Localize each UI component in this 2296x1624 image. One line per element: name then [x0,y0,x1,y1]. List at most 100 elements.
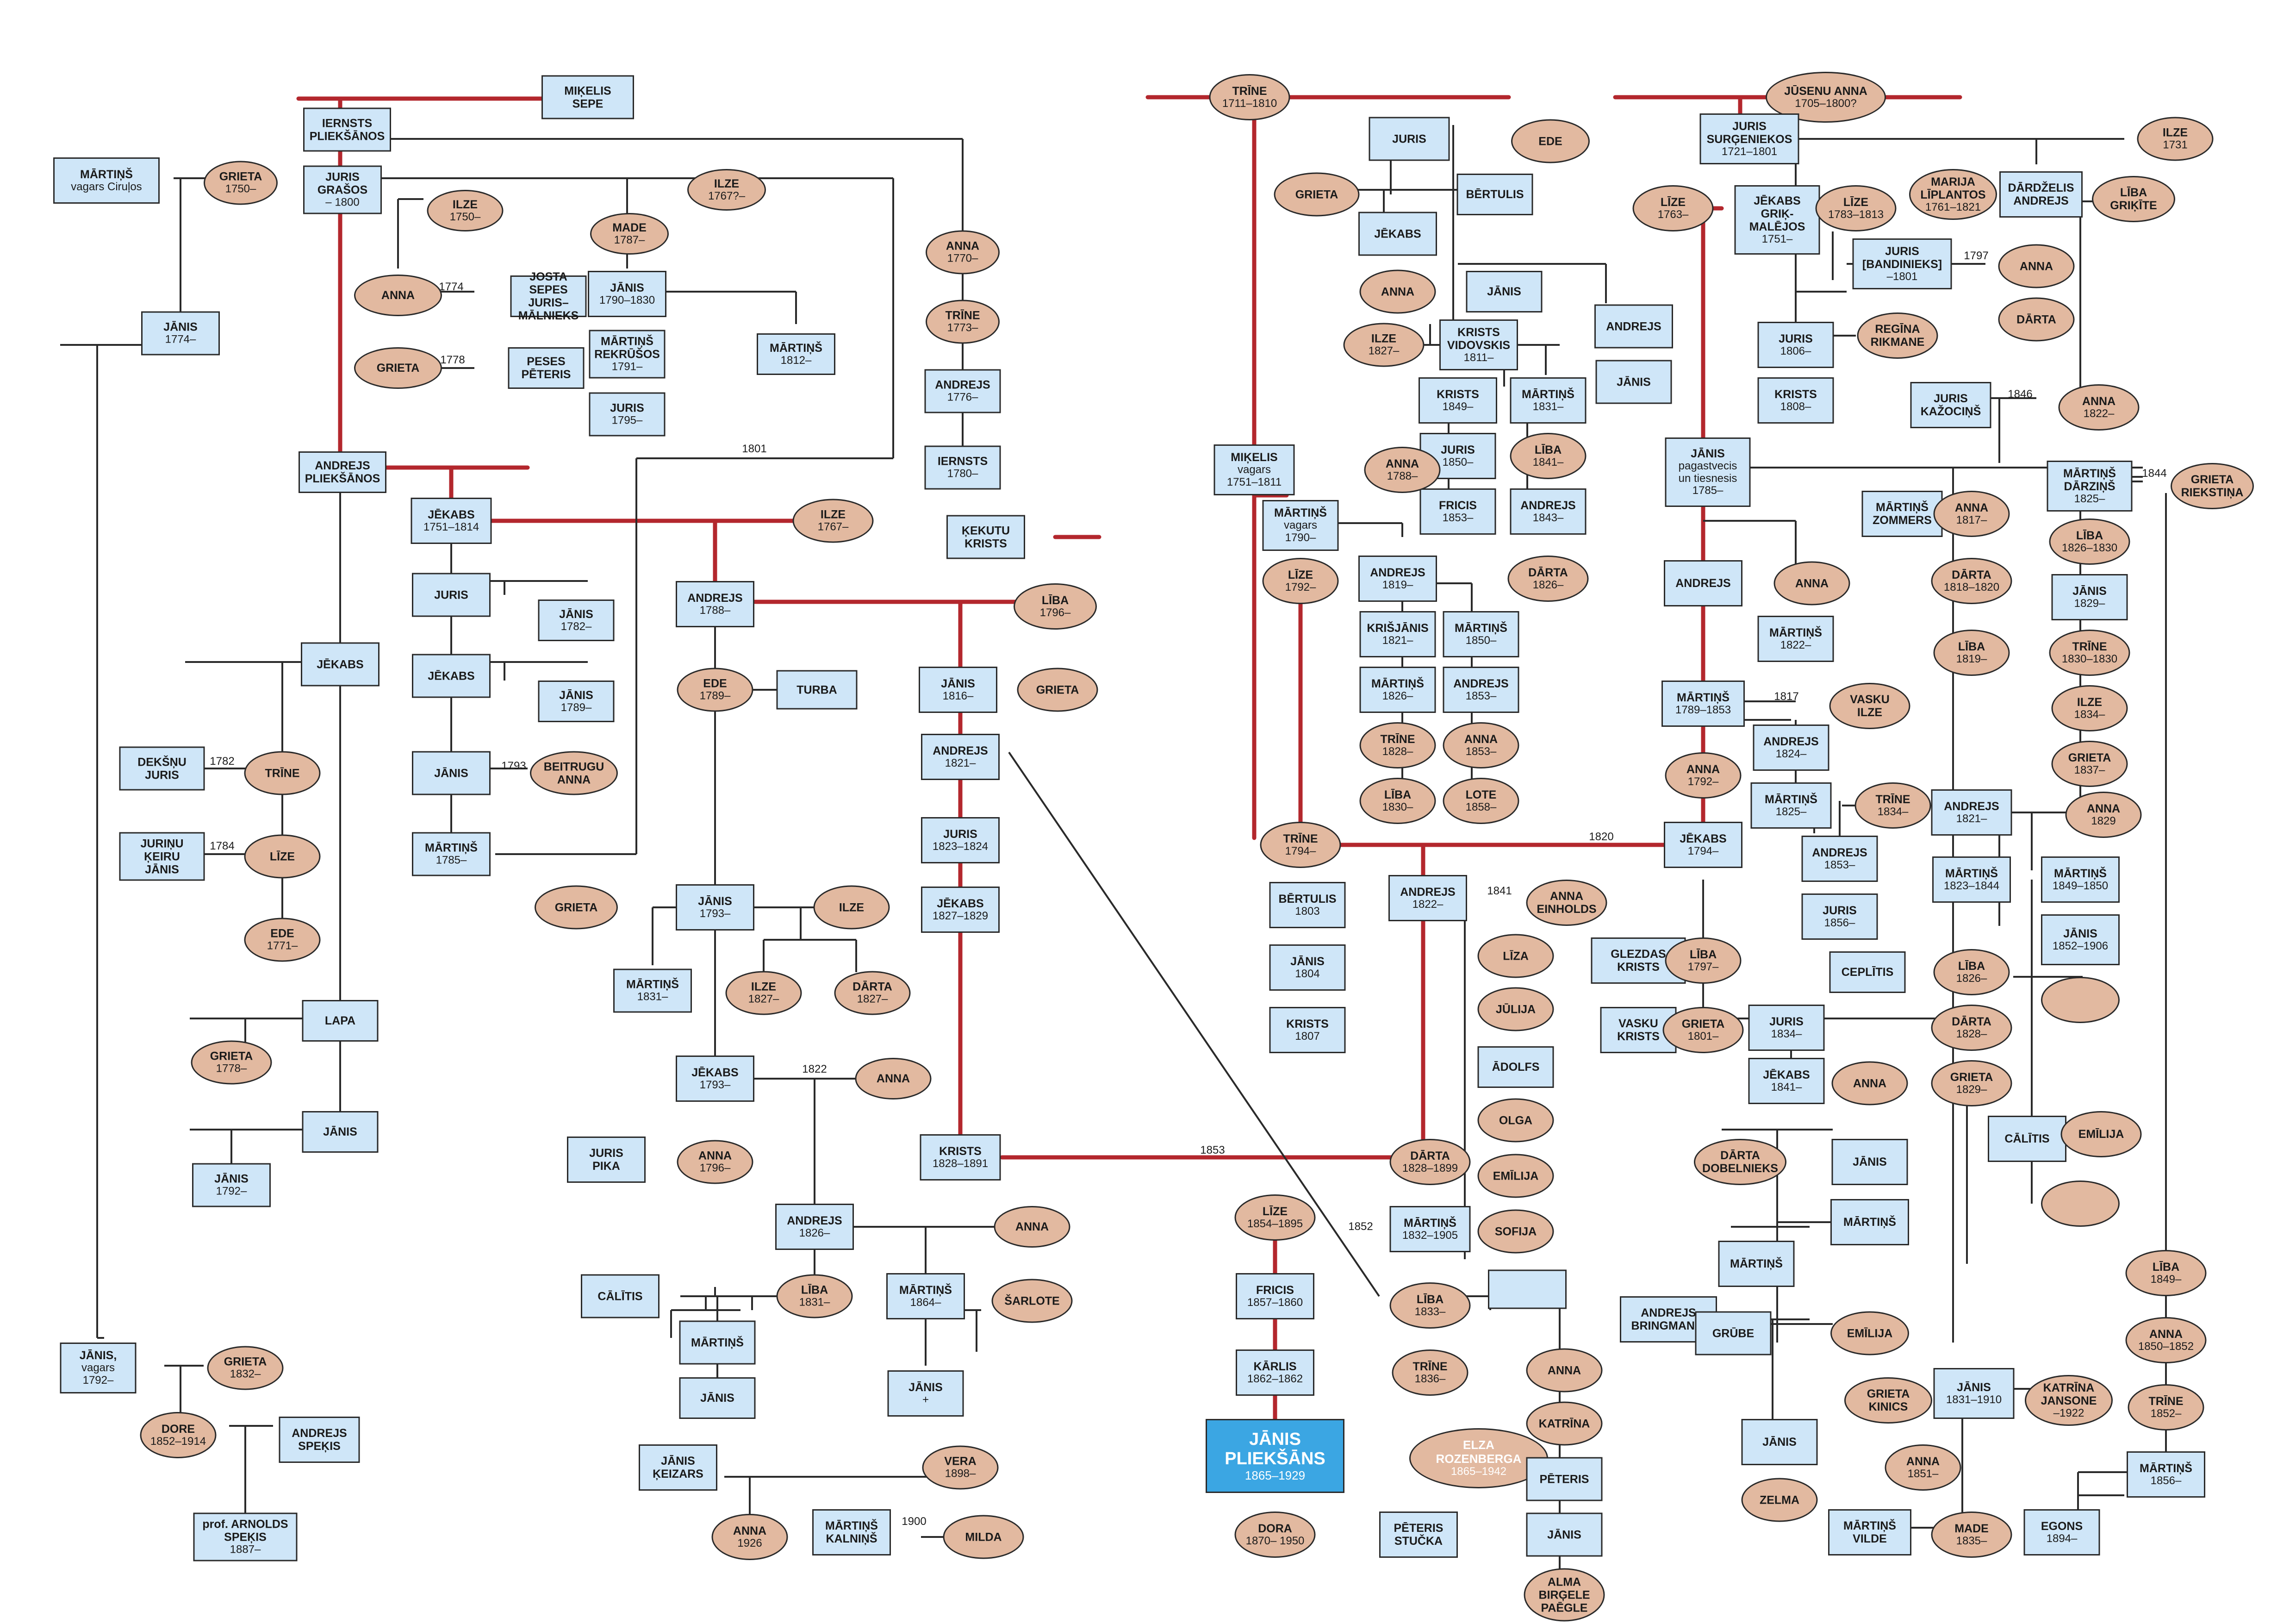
person-dates: 1870– 1950 [1245,1534,1305,1547]
person-name: GRIETA KINICS [1867,1387,1910,1413]
person-box: JURIS GRAŠOS– 1800 [303,165,382,214]
person-name: VERA [944,1455,977,1468]
person-name: LĪZE [269,850,295,863]
person-dates: 1823–1844 [1943,879,2000,892]
person-dates: 1830–1830 [2061,652,2118,665]
person-name: ĶEKUTU KRISTS [961,524,1010,550]
person-name: BĒRTULIS [1278,892,1337,906]
person-box: JURIS [BANDINIEKS]–1801 [1852,238,1952,289]
person-dates: 1850– [1465,634,1497,647]
person-name: MIĶELIS SEPE [564,84,611,110]
person-name: prof. ARNOLDS SPEĶIS [202,1518,288,1544]
person-name: LĪBA [1534,443,1562,456]
person-name: KATRĪNA JANSONE [2041,1381,2097,1407]
person-oval: REGĪNA RIKMANE [1857,312,1938,359]
year-label-1822: 1822 [802,1063,827,1075]
person-oval: VASKU ILZE [1829,683,1910,729]
person-oval: EDE [1511,119,1590,163]
person-oval: ANNA [1359,269,1436,314]
person-dates: 1827– [1368,344,1400,357]
person-dates: 1771– [267,939,298,952]
person-name: JURIS [1441,443,1475,456]
person-name: LĪBA [1689,948,1717,961]
person-name: JĀNIS [1853,1156,1887,1168]
person-name: ŠARLOTE [1004,1294,1060,1307]
person-name: JĀNIS, [79,1349,117,1362]
person-dates: 1789– [560,701,592,714]
person-name: ANDREJS [933,744,988,757]
person-name: ANDREJS [1520,499,1576,512]
person-box: PĒTERIS [1526,1457,1603,1501]
person-dates: 1843– [1532,511,1564,524]
person-name: MADE [612,221,647,234]
person-name: JĀNIS PLIEKŠĀNS [1225,1429,1325,1469]
person-name: MĀRTIŅŠ [1945,867,1998,880]
person-name: ANNA [2082,394,2116,408]
person-oval: LĪZE [244,834,321,879]
person-dates: 1865–1929 [1244,1468,1306,1482]
year-label-1778: 1778 [440,354,465,366]
person-name: FRICIS [1439,499,1477,512]
person-dates: 1823–1824 [932,840,989,853]
person-name: ANNA [876,1072,910,1085]
year-label-1782: 1782 [210,755,235,768]
person-name: ELZA ROZENBERGA [1436,1438,1522,1466]
person-name: JĒKABS GRIĶ- MALĒJOS [1749,194,1805,233]
person-oval: GRIETA [354,347,442,389]
person-dates: vagars 1751–1811 [1226,463,1282,488]
person-box: JURIŅU ĶEIRU JĀNIS [119,832,205,881]
person-name: JĀNIS [214,1172,249,1186]
year-label-1801: 1801 [742,443,767,455]
person-dates: 1852–1906 [2052,939,2109,952]
person-name: ANNA [1954,501,1989,514]
person-box: ANDREJS SPEĶIS [279,1417,360,1463]
person-dates: 1761–1821 [1925,200,1981,213]
person-dates: 1803 [1295,905,1320,918]
person-name: JĀNIS [700,1392,734,1405]
year-label-1774: 1774 [439,281,464,293]
person-oval: JŪLIJA [1477,987,1554,1031]
person-dates: 1821– [1382,634,1413,647]
person-name: PĒTERIS [1539,1473,1589,1486]
person-dates: 1856– [2150,1474,2182,1487]
person-name: MĀRTIŅŠ KALNIŅŠ [825,1519,878,1545]
person-dates: 1853– [1465,745,1497,758]
person-box: JĀNIS [1595,360,1672,404]
year-label-1852: 1852 [1348,1220,1373,1233]
person-name: MĀRTIŅŠ [1677,691,1730,704]
person-dates: 1831– [637,990,668,1003]
person-name: VASKU KRISTS [1617,1017,1660,1043]
person-dates: 1828– [1956,1027,1987,1040]
person-dates: vagars Ciruļos [71,180,142,193]
person-name: LĪZE [1843,195,1869,209]
person-name: EDE [703,677,727,690]
person-name: EDE [270,927,294,940]
person-dates: 1832– [230,1368,261,1380]
person-name: JURIS [1392,132,1426,145]
person-name: DEKŠŅU JURIS [137,756,187,781]
person-dates: vagars 1790– [1283,519,1318,544]
person-dates: 1801– [1687,1030,1719,1043]
person-oval: GRIETA [535,885,618,930]
person-box: JURIS KAŽOCIŅŠ [1910,382,1991,428]
